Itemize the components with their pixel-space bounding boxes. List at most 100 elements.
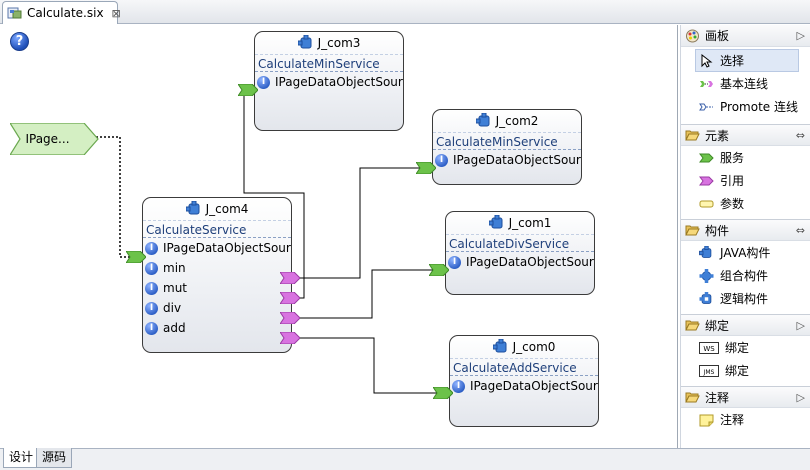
component-jcom3[interactable]: J_com3 CalculateMinService I IPageDataOb… <box>254 31 404 131</box>
section-pin-icon[interactable]: ⇔ <box>795 223 805 237</box>
svg-text:JMS: JMS <box>703 369 715 376</box>
palette-item-label: 服务 <box>720 151 745 165</box>
reference-port-mut[interactable] <box>280 292 300 304</box>
palette-item-composite-component[interactable]: 组合构件 <box>681 264 810 287</box>
interface-icon: I <box>145 321 158 335</box>
service-port[interactable] <box>126 251 146 263</box>
palette-item-logic-component[interactable]: 逻辑构件 <box>681 287 810 310</box>
section-expand-icon[interactable]: ▷ <box>796 318 805 332</box>
service-port[interactable] <box>238 84 258 96</box>
component-interface-row[interactable]: I IPageDataObjectSource <box>446 252 594 272</box>
palette-section-notes: 注释 ▷ 注释 <box>681 386 810 431</box>
java-component-icon <box>492 338 509 355</box>
section-pin-icon[interactable]: ⇔ <box>795 128 805 142</box>
wire-min-to-jcom2 <box>300 167 420 279</box>
folder-open-icon <box>685 318 700 332</box>
interface-icon: I <box>448 255 461 269</box>
service-port[interactable] <box>433 387 453 399</box>
interface-icon: I <box>145 281 158 295</box>
editor-mode-tabs: 设计 源码 <box>0 448 810 470</box>
reference-port-min[interactable] <box>280 272 300 284</box>
component-header: J_com1 <box>446 212 594 234</box>
editor-tab-bar: Calculate.six ⊠ <box>0 0 810 24</box>
svg-text:WS: WS <box>703 345 715 353</box>
java-component-icon <box>475 112 492 129</box>
component-header: J_com4 <box>143 198 291 220</box>
palette-section-elements: 元素 ⇔ 服务 引用 参数 <box>681 124 810 215</box>
component-service: CalculateDivService <box>446 234 594 252</box>
reference-row-add[interactable]: I add <box>143 318 291 338</box>
palette-item-parameter[interactable]: 参数 <box>681 192 810 215</box>
tab-design[interactable]: 设计 <box>3 448 40 468</box>
help-icon[interactable]: ? <box>10 32 29 51</box>
java-component-icon <box>185 200 202 217</box>
reference-port-add[interactable] <box>280 332 300 344</box>
reference-label: add <box>163 321 186 335</box>
reference-icon <box>699 174 714 188</box>
palette-item-label: JAVA构件 <box>720 246 771 260</box>
palette-section-components: 构件 ⇔ JAVA构件 组合构件 逻辑构件 <box>681 219 810 310</box>
tool-label: Promote 连线 <box>720 100 798 114</box>
component-name: J_com0 <box>512 340 556 354</box>
tool-promote-wire[interactable]: Promote 连线 <box>681 95 810 118</box>
service-port[interactable] <box>416 162 436 174</box>
tab-source[interactable]: 源码 <box>36 448 73 468</box>
component-header: J_com0 <box>450 336 598 358</box>
interface-label: IPageDataObjectSource <box>470 379 598 393</box>
palette-item-service[interactable]: 服务 <box>681 146 810 169</box>
reference-row-min[interactable]: I min <box>143 258 291 278</box>
component-jcom0[interactable]: J_com0 CalculateAddService I IPageDataOb… <box>449 335 599 427</box>
component-header: J_com2 <box>433 110 581 132</box>
component-jcom2[interactable]: J_com2 CalculateMinService I IPageDataOb… <box>432 109 582 185</box>
tool-basic-wire[interactable]: 基本连线 <box>681 72 810 95</box>
palette-panel: 画板 ▷ 选择 基本连线 Promote 连线 元素 <box>680 25 810 448</box>
ws-binding-icon: WS <box>699 341 719 355</box>
component-interface-row[interactable]: I IPageDataObjectSource <box>450 376 598 396</box>
service-port[interactable] <box>429 264 449 276</box>
palette-item-label: 绑定 <box>725 341 750 355</box>
component-interface-row[interactable]: I IPageDataObjectSource <box>255 72 403 92</box>
reference-row-div[interactable]: I div <box>143 298 291 318</box>
palette-section-header[interactable]: 构件 ⇔ <box>681 219 810 241</box>
parameter-icon <box>699 197 714 211</box>
component-interface-row[interactable]: I IPageDataObjectSource <box>143 238 291 258</box>
select-arrow-icon <box>699 53 714 68</box>
promoted-service[interactable]: IPage... <box>10 123 99 155</box>
palette-item-ws-binding[interactable]: WS 绑定 <box>681 336 810 359</box>
section-expand-icon[interactable]: ▷ <box>796 390 805 404</box>
component-jcom4[interactable]: J_com4 CalculateService I IPageDataObjec… <box>142 197 292 353</box>
diagram-canvas[interactable]: ? IPage... J_com3 CalculateMinService I … <box>2 25 678 448</box>
component-interface-row[interactable]: I IPageDataObjectSource <box>433 150 581 170</box>
reference-label: div <box>163 301 182 315</box>
palette-tools-section: 画板 ▷ 选择 基本连线 Promote 连线 <box>681 25 810 118</box>
palette-item-note[interactable]: 注释 <box>681 408 810 431</box>
palette-item-reference[interactable]: 引用 <box>681 169 810 192</box>
interface-icon: I <box>452 379 465 393</box>
palette-section-header[interactable]: 绑定 ▷ <box>681 314 810 336</box>
reference-port-div[interactable] <box>280 312 300 324</box>
java-component-icon <box>297 34 314 51</box>
palette-icon <box>685 29 700 43</box>
interface-label: IPageDataObjectSource <box>453 153 581 167</box>
file-icon <box>7 6 23 20</box>
palette-item-jms-binding[interactable]: JMS 绑定 <box>681 359 810 382</box>
close-icon[interactable]: ⊠ <box>111 6 121 20</box>
reference-row-mut[interactable]: I mut <box>143 278 291 298</box>
palette-section-title: 构件 <box>705 223 730 238</box>
editor-tab[interactable]: Calculate.six ⊠ <box>2 1 121 24</box>
interface-label: IPageDataObjectSource <box>275 75 403 89</box>
tool-label: 选择 <box>720 54 745 68</box>
java-component-icon <box>699 245 714 260</box>
palette-section-header[interactable]: 元素 ⇔ <box>681 124 810 146</box>
palette-toggle-icon[interactable]: ▷ <box>796 29 805 42</box>
palette-section-header[interactable]: 注释 ▷ <box>681 386 810 408</box>
palette-item-label: 逻辑构件 <box>720 292 769 306</box>
palette-item-label: 组合构件 <box>720 269 769 283</box>
palette-header[interactable]: 画板 ▷ <box>681 25 810 47</box>
palette-item-java-component[interactable]: JAVA构件 <box>681 241 810 264</box>
tool-label: 基本连线 <box>720 77 769 91</box>
interface-label: IPageDataObjectSource <box>466 255 594 269</box>
component-name: J_com1 <box>508 216 552 230</box>
component-jcom1[interactable]: J_com1 CalculateDivService I IPageDataOb… <box>445 211 595 295</box>
tool-select[interactable]: 选择 <box>695 49 799 72</box>
